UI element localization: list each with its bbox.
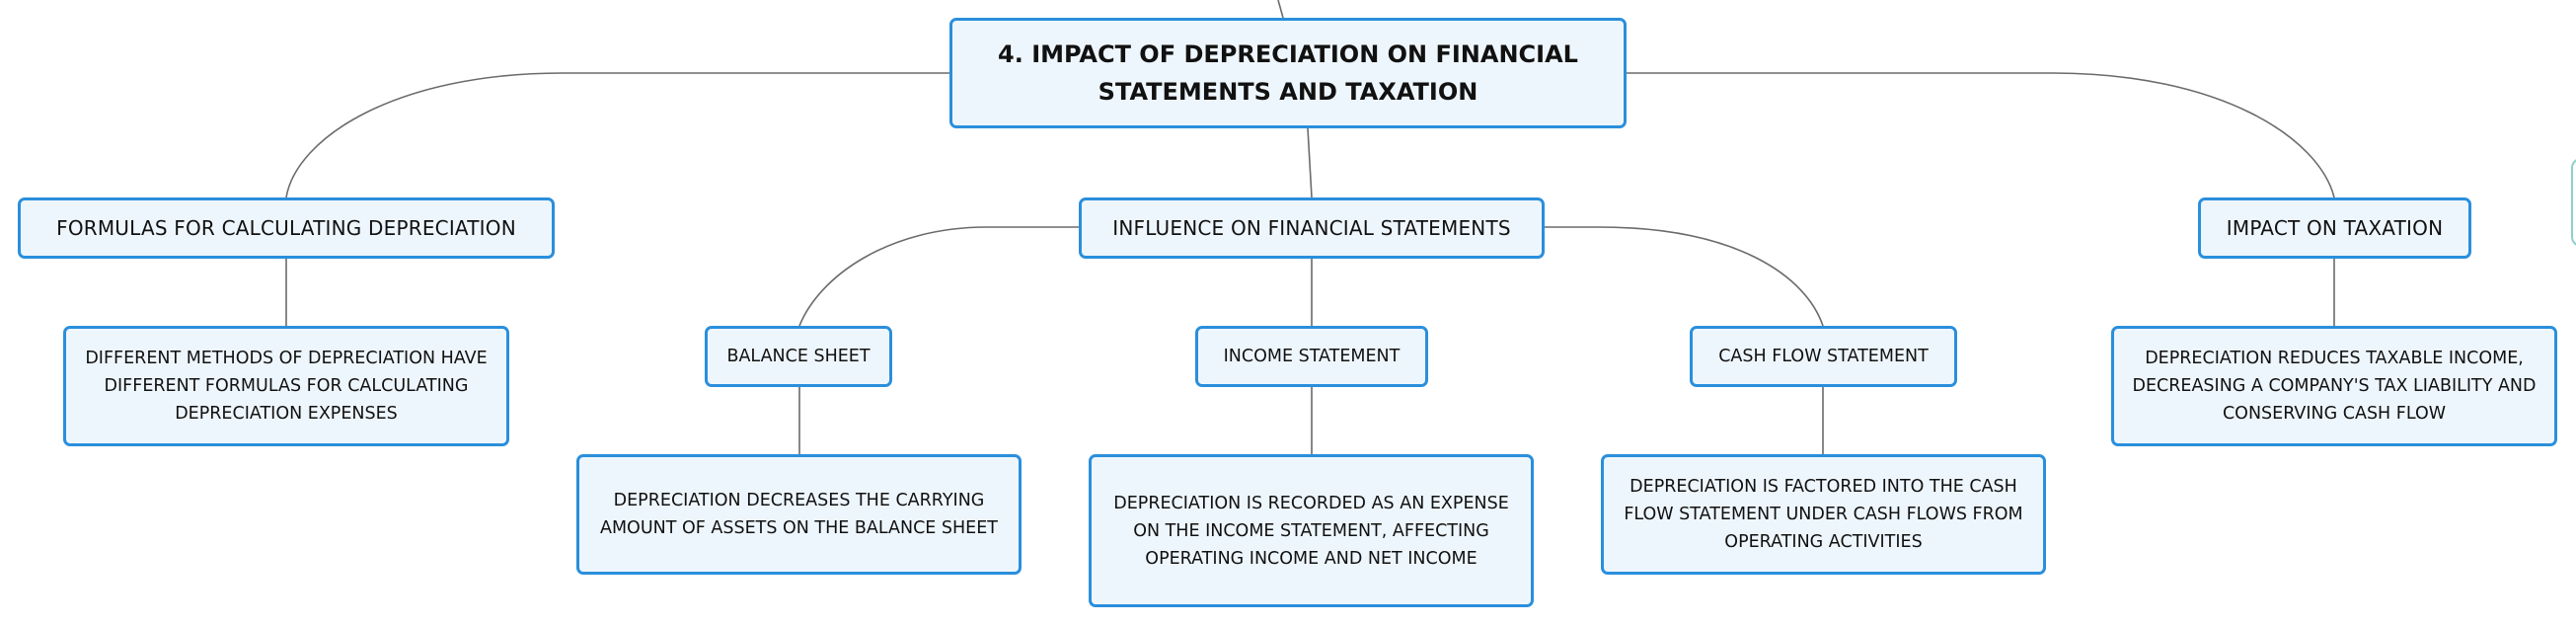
connector-parent-to-root [1277,0,1284,19]
detail-cash-flow-statement[interactable]: DEPRECIATION IS FACTORED INTO THE CASH F… [1601,454,2046,575]
detail-balance-sheet-text: DEPRECIATION DECREASES THE CARRYING AMOU… [599,491,998,538]
offscreen-node-edge [2571,158,2576,247]
detail-income-statement-text: DEPRECIATION IS RECORDED AS AN EXPENSE O… [1113,493,1509,569]
subtopic-balance-sheet-label: BALANCE SHEET [726,347,871,366]
detail-formulas-text: DIFFERENT METHODS OF DEPRECIATION HAVE D… [85,349,488,424]
detail-cash-flow-statement-text: DEPRECIATION IS FACTORED INTO THE CASH F… [1624,477,2023,552]
subtopic-cash-flow-statement[interactable]: CASH FLOW STATEMENT [1690,326,1957,387]
connector-root-to-influence [1307,127,1313,198]
connector-root-to-formulas [285,72,949,198]
subtopic-income-statement[interactable]: INCOME STATEMENT [1195,326,1428,387]
detail-taxation-text: DEPRECIATION REDUCES TAXABLE INCOME, DEC… [2132,349,2537,424]
topic-formulas-label: FORMULAS FOR CALCULATING DEPRECIATION [56,216,516,240]
connector-root-to-taxation [1627,72,2335,198]
detail-formulas[interactable]: DIFFERENT METHODS OF DEPRECIATION HAVE D… [63,326,509,446]
topic-taxation[interactable]: IMPACT ON TAXATION [2198,197,2471,259]
connector-influence-to-balance [798,226,1079,327]
subtopic-balance-sheet[interactable]: BALANCE SHEET [705,326,892,387]
subtopic-income-statement-label: INCOME STATEMENT [1223,347,1401,366]
detail-balance-sheet[interactable]: DEPRECIATION DECREASES THE CARRYING AMOU… [576,454,1022,575]
root-topic-label: 4. IMPACT OF DEPRECIATION ON FINANCIAL S… [998,40,1578,106]
topic-influence-label: INFLUENCE ON FINANCIAL STATEMENTS [1112,216,1511,240]
connector-influence-to-cashflow [1545,226,1824,327]
subtopic-cash-flow-statement-label: CASH FLOW STATEMENT [1718,347,1929,366]
root-topic[interactable]: 4. IMPACT OF DEPRECIATION ON FINANCIAL S… [949,18,1627,128]
topic-influence[interactable]: INFLUENCE ON FINANCIAL STATEMENTS [1079,197,1545,259]
detail-income-statement[interactable]: DEPRECIATION IS RECORDED AS AN EXPENSE O… [1089,454,1534,607]
topic-taxation-label: IMPACT ON TAXATION [2226,216,2444,240]
detail-taxation[interactable]: DEPRECIATION REDUCES TAXABLE INCOME, DEC… [2111,326,2557,446]
topic-formulas[interactable]: FORMULAS FOR CALCULATING DEPRECIATION [18,197,555,259]
